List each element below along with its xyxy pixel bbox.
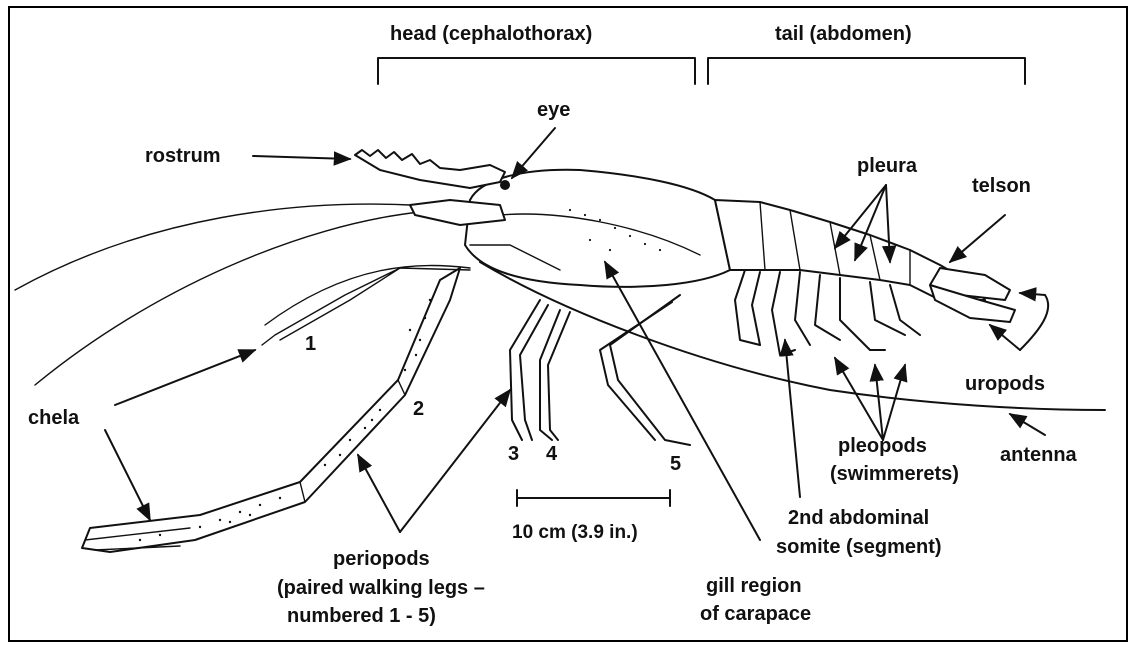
tail-bracket	[708, 58, 1025, 84]
walking-legs	[510, 295, 690, 445]
label-gill-2: of carapace	[700, 603, 811, 625]
label-num-3: 3	[508, 443, 519, 465]
label-periopods-2: (paired walking legs –	[277, 577, 485, 599]
label-periopods-1: periopods	[333, 548, 430, 570]
label-eye: eye	[537, 99, 570, 121]
label-tail: tail (abdomen)	[775, 23, 912, 45]
label-scale: 10 cm (3.9 in.)	[512, 522, 638, 543]
label-somite-1: 2nd abdominal	[788, 507, 929, 529]
scale-bar	[517, 490, 670, 506]
head-bracket	[378, 58, 695, 84]
label-periopods-3: numbered 1 - 5)	[287, 605, 436, 627]
rostrum-beak	[355, 150, 505, 188]
label-pleopods-2: (swimmerets)	[830, 463, 959, 485]
label-num-1: 1	[305, 333, 316, 355]
label-gill-1: gill region	[706, 575, 802, 597]
label-chela: chela	[28, 407, 80, 429]
label-num-2: 2	[413, 398, 424, 420]
label-num-5: 5	[670, 453, 681, 475]
label-telson: telson	[972, 175, 1031, 197]
tail-fan	[930, 268, 1015, 322]
label-uropods: uropods	[965, 373, 1045, 395]
label-num-4: 4	[546, 443, 558, 465]
label-somite-2: somite (segment)	[776, 536, 942, 558]
cheliped-leg-2	[82, 268, 460, 552]
label-pleura: pleura	[857, 155, 918, 177]
antennal-base	[410, 200, 505, 225]
label-antenna: antenna	[1000, 444, 1078, 466]
eye-dot	[500, 180, 510, 190]
label-rostrum: rostrum	[145, 145, 221, 167]
label-pleopods-1: pleopods	[838, 435, 927, 457]
antennae-left	[15, 204, 470, 385]
label-head: head (cephalothorax)	[390, 23, 592, 45]
